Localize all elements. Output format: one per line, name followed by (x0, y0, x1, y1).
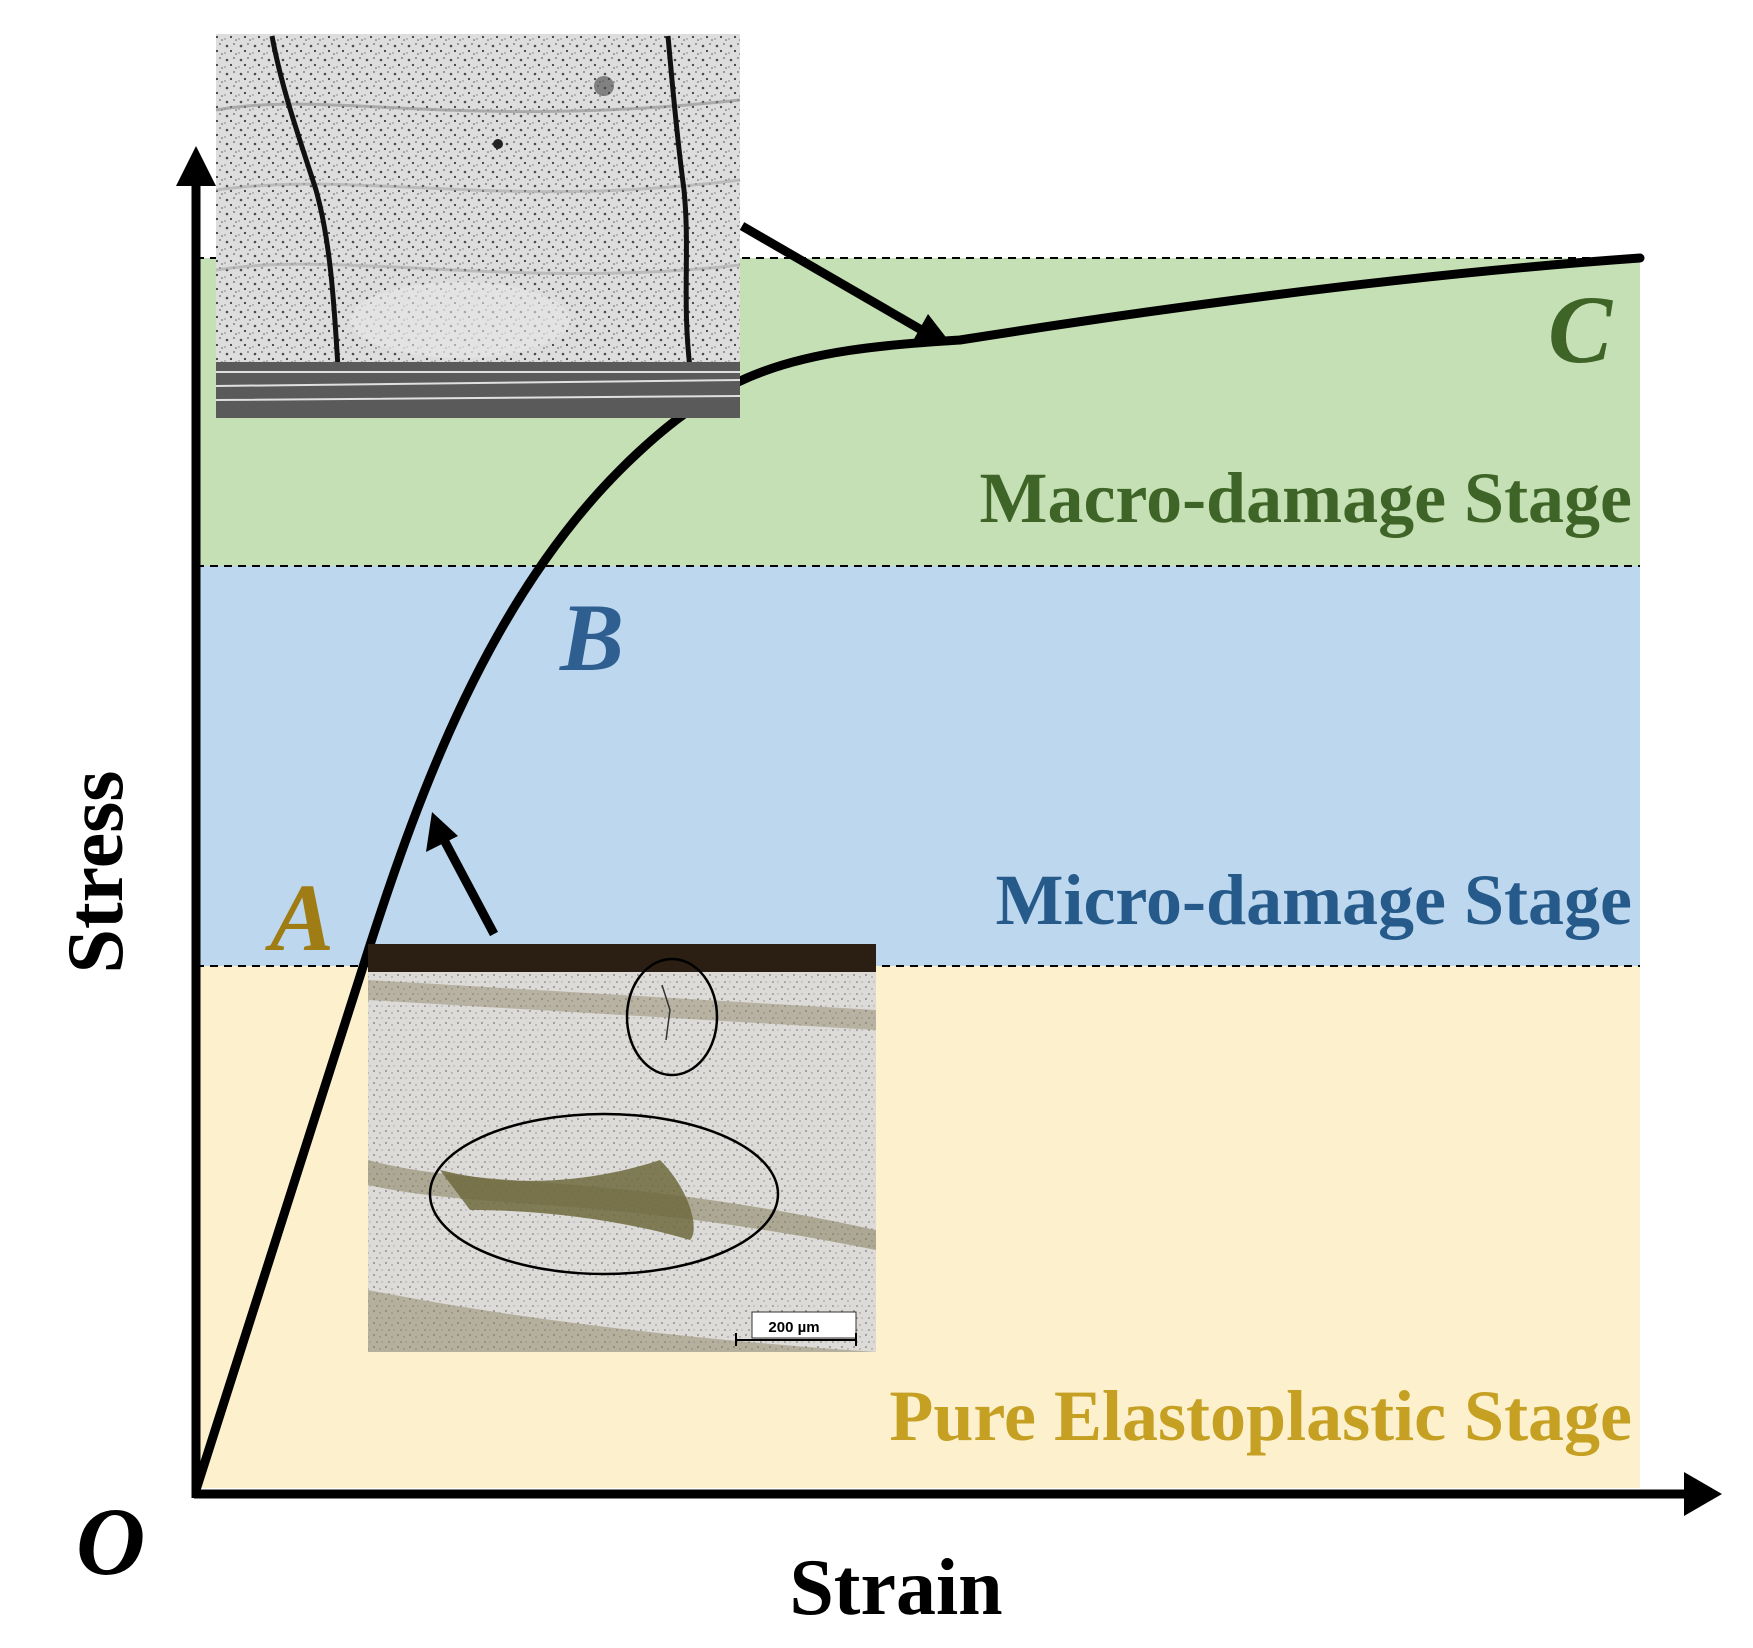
micro-damage-arrowhead (426, 812, 458, 852)
origin-label: O (76, 1488, 145, 1595)
micro-crack-circle-small (625, 957, 719, 1077)
scale-bar-text: 200 µm (768, 1319, 819, 1336)
macro-damage-stage-label: Macro-damage Stage (980, 458, 1633, 538)
micro-damage-micrograph: 200 µm (368, 944, 876, 1352)
point-b-label: B (559, 584, 624, 691)
x-axis-label: Strain (789, 1544, 1002, 1632)
y-axis-arrowhead (176, 146, 216, 186)
point-c-label: C (1548, 276, 1613, 383)
micro-crack-circle-large (428, 1112, 780, 1276)
macro-damage-micrograph (215, 34, 741, 418)
macro-damage-arrowhead (910, 314, 952, 346)
y-axis-label: Stress (52, 771, 140, 974)
micro-damage-pointer-arrow (439, 835, 498, 937)
point-a-label: A (265, 864, 334, 971)
micro-damage-stage-label: Micro-damage Stage (995, 860, 1632, 940)
scale-bar-box (751, 1311, 857, 1339)
stress-strain-curve (191, 253, 1645, 1495)
x-axis-arrowhead (1684, 1472, 1722, 1516)
pure-elastoplastic-stage-label: Pure Elastoplastic Stage (889, 1376, 1632, 1456)
macro-damage-pointer-arrow (739, 222, 928, 336)
